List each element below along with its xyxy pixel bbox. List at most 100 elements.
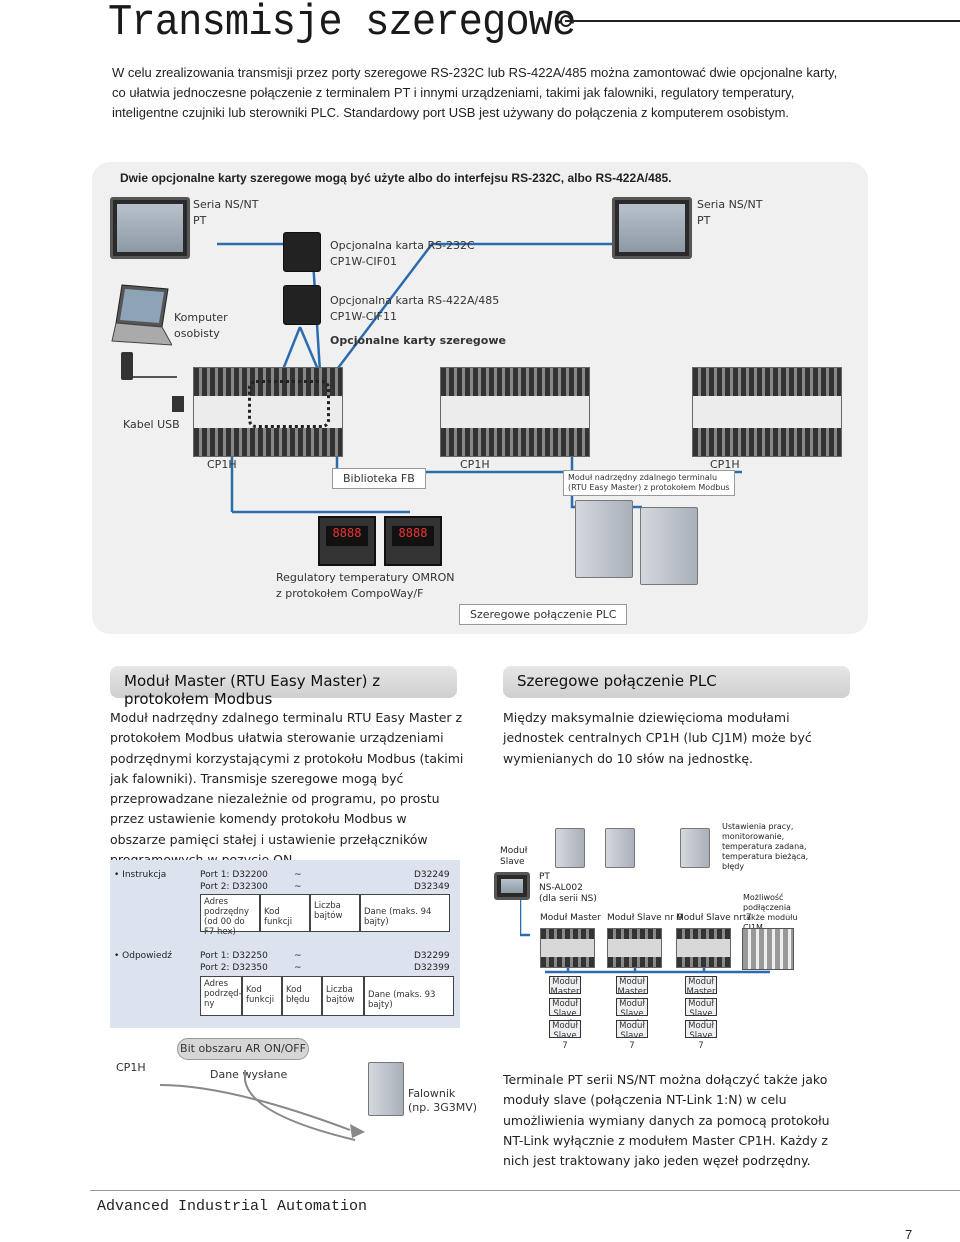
card1-label-1: Opcjonalna karta RS-232C: [330, 239, 475, 252]
mini-plc-1: [540, 928, 595, 968]
resp-port2-end: D32399: [414, 963, 450, 973]
rs485-line-b: [298, 326, 321, 373]
box-slave7-3: Moduł Slave 7: [685, 1020, 717, 1051]
right-body-text: Między maksymalnie dziewięcioma modułami…: [503, 710, 812, 766]
pt-small-image: [494, 872, 530, 900]
inverter-label-2: (np. 3G3MV): [408, 1101, 478, 1114]
footer-text: Advanced Industrial Automation: [97, 1198, 368, 1215]
pt-left-image: [110, 197, 190, 259]
card2-label-1: Opcjonalna karta RS-422A/485: [330, 294, 500, 307]
resp-port1: Port 1: D32250: [200, 951, 268, 961]
mini-plc-2: [607, 928, 662, 968]
controllers-label-1: Regulatory temperatury OMRON: [276, 571, 455, 584]
page-number: 7: [905, 1227, 913, 1242]
laptop-icon: [111, 284, 172, 346]
box-slave0-1: Moduł Slave nr 0: [549, 998, 581, 1029]
pt-left-label-1: Seria NS/NT: [193, 198, 259, 211]
instr-cell-bytes: Liczba bajtów: [310, 894, 360, 932]
modbus-master-label-1: Moduł nadrzędny zdalnego terminalu: [568, 473, 718, 482]
box-master-1: Moduł Master: [549, 976, 581, 997]
left-body-text: Moduł nadrzędny zdalnego terminalu RTU E…: [110, 710, 464, 867]
pt-label-3: (dla serii NS): [539, 894, 597, 904]
cj1m-image: [742, 928, 794, 970]
temp-controller-2: 8888: [384, 516, 442, 566]
instr-tilde-1: ~: [294, 870, 302, 880]
resp-cell-address: Adres podrzęd-ny: [200, 976, 242, 1016]
resp-tilde-1: ~: [294, 951, 302, 961]
usb-plug-icon: [121, 352, 133, 380]
modbus-master-label-2: (RTU Easy Master) z protokołem Modbus: [568, 483, 730, 492]
temp-unit-image-3: [680, 828, 710, 868]
master-label: Moduł Master: [540, 913, 601, 923]
instr-label: • Instrukcja: [114, 870, 167, 880]
instr-cell-data: Dane (maks. 94 bajty): [360, 894, 450, 932]
status-note: Ustawienia pracy, monitorowanie, tempera…: [722, 822, 809, 871]
cp1h-label-2: CP1H: [460, 458, 490, 471]
modbus-master-box: Moduł nadrzędny zdalnego terminalu (RTU …: [563, 470, 735, 496]
cp1h-label-1: CP1H: [207, 458, 237, 471]
cards-caption: Opcjonalne karty szeregowe: [330, 334, 506, 347]
resp-label: • Odpowiedź: [114, 951, 173, 961]
inverter-image-2: [640, 507, 698, 585]
data-sent-label: Dane wysłane: [210, 1068, 288, 1081]
pc-label-1: Komputer: [174, 311, 228, 324]
right-section-heading: Szeregowe połączenie PLC: [503, 666, 850, 698]
resp-tilde-2: ~: [294, 963, 302, 973]
pt-left-label-2: PT: [193, 214, 207, 227]
temp-unit-image-2: [605, 828, 635, 868]
resp-port2: Port 2: D32350: [200, 963, 268, 973]
resp-cell-function: Kod funkcji: [242, 976, 282, 1016]
left-section-heading: Moduł Master (RTU Easy Master) z protoko…: [110, 666, 457, 708]
temp-unit-image-1: [555, 828, 585, 868]
pt-label-1: PT: [539, 872, 550, 882]
pc-label-2: osobisty: [174, 327, 220, 340]
pt-right-line: [334, 242, 688, 373]
instr-port1: Port 1: D32200: [200, 870, 268, 880]
data-flow-arrows: [159, 1070, 365, 1141]
ar-bit-badge: Bit obszaru AR ON/OFF: [177, 1038, 309, 1060]
slave7-label: Moduł Slave nr 7: [676, 913, 752, 923]
resp-port1-end: D32299: [414, 951, 450, 961]
instr-cell-address: Adres podrzędny (od 00 do F7 hex): [200, 894, 260, 937]
right-body-text-2: Terminale PT serii NS/NT można dołączyć …: [503, 1072, 830, 1169]
modul-slave-label: Moduł Slave: [500, 846, 528, 867]
pt-label-2: NS-AL002: [539, 883, 583, 893]
card1-label-2: CP1W-CIF01: [330, 255, 397, 268]
rs485-card-image: [283, 285, 321, 325]
usb-plug-b-icon: [172, 396, 184, 412]
box-slave0-3: Moduł Slave nr 0: [685, 998, 717, 1029]
plc-link-network: [520, 900, 770, 974]
option-slot-highlight: [248, 380, 330, 428]
pt-right-label-1: Seria NS/NT: [697, 198, 763, 211]
instr-tilde-2: ~: [294, 882, 302, 892]
footer-rule: [90, 1190, 960, 1191]
slave0-label: Moduł Slave nr 0: [607, 913, 683, 923]
instr-port2-end: D32349: [414, 882, 450, 892]
instr-port2: Port 2: D32300: [200, 882, 268, 892]
inverter-label-1: Falownik: [408, 1087, 456, 1100]
page-title: Transmisje szeregowe: [108, 0, 576, 48]
rs485-line-a: [280, 326, 302, 373]
box-master-2: Moduł Master: [616, 976, 648, 997]
cp1h-label-3: CP1H: [710, 458, 740, 471]
usb-cable-line: [131, 357, 177, 378]
cp1h-small-label: CP1H: [116, 1061, 146, 1074]
fb-library-label: Biblioteka FB: [332, 468, 426, 489]
instr-port1-end: D32249: [414, 870, 450, 880]
mini-plc-3: [676, 928, 731, 968]
card2-label-2: CP1W-CIF11: [330, 310, 397, 323]
instr-cell-function: Kod funkcji: [260, 894, 310, 932]
inverter-image-1: [575, 500, 633, 578]
cj1m-note: Możliwość podłączenia także modułu CJ1M: [743, 893, 798, 932]
cp1h-plc-3: [692, 367, 842, 457]
cp1h-plc-2: [440, 367, 590, 457]
resp-cell-data: Dane (maks. 93 bajty): [364, 976, 454, 1016]
resp-cell-error: Kod błędu: [282, 976, 322, 1016]
pt-right-label-2: PT: [697, 214, 711, 227]
inverter-image-small: [368, 1062, 404, 1116]
title-rule: [565, 20, 960, 22]
box-slave0-2: Moduł Slave nr 0: [616, 998, 648, 1029]
rs232-card-image: [283, 232, 321, 272]
box-master-3: Moduł Master: [685, 976, 717, 997]
controllers-label-2: z protokołem CompoWay/F: [276, 587, 424, 600]
